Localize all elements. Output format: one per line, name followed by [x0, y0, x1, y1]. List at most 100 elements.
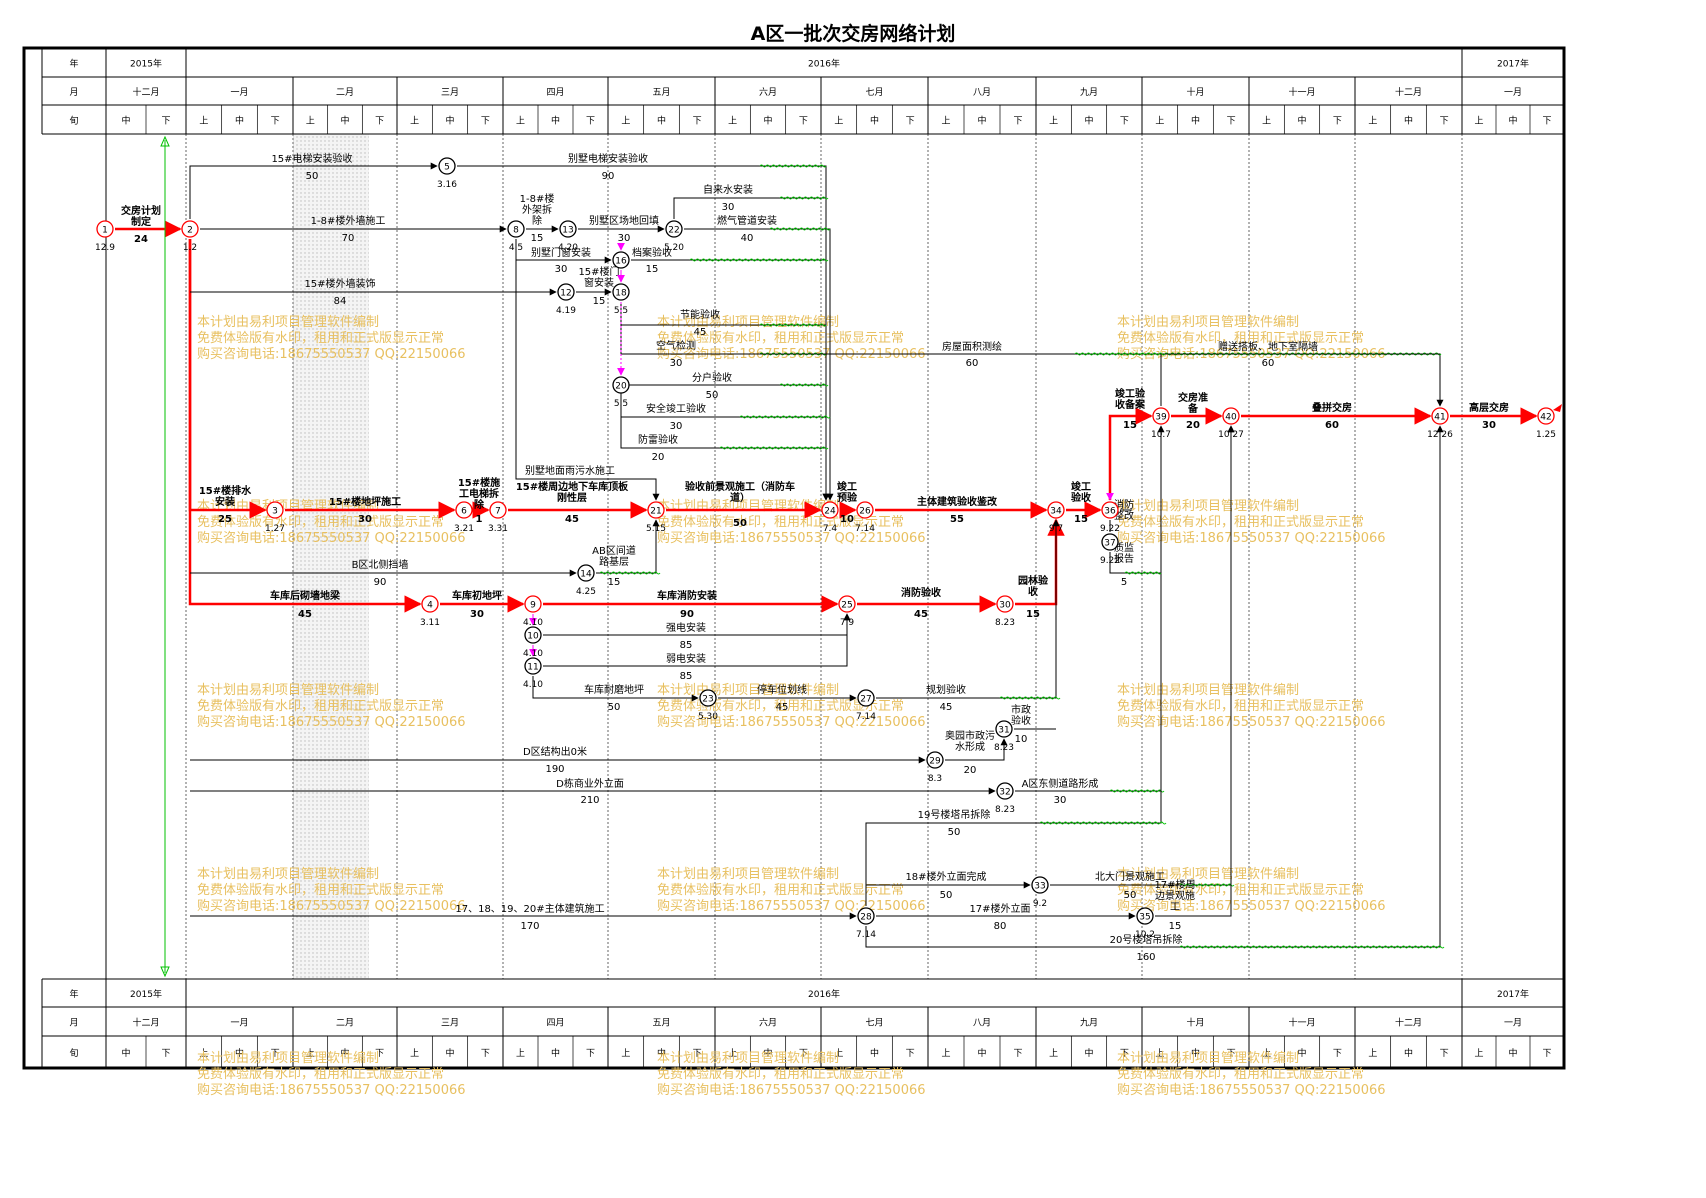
node-30: 308.23 — [995, 595, 1015, 628]
month-label: 一月 — [1504, 1018, 1522, 1029]
activity-name: 边景观施 — [1155, 889, 1195, 902]
watermark-text: 免费体验版有水印，租用和正式版显示正常 — [1117, 514, 1364, 530]
time-marker-arrow — [160, 966, 170, 978]
node-number: 37 — [1104, 539, 1115, 549]
xun-label: 下 — [271, 117, 280, 127]
xun-label: 下 — [1013, 117, 1022, 127]
activity-duration: 15 — [531, 233, 544, 244]
activity-duration: 60 — [1262, 358, 1275, 369]
xun-label: 下 — [1227, 1049, 1236, 1059]
activity-name: 1-8#楼外墙施工 — [311, 214, 386, 227]
activity-name: 备 — [1187, 402, 1199, 415]
month-label: 一月 — [230, 87, 248, 98]
activity-name: 房屋面积测绘 — [942, 340, 1002, 353]
activity-duration: 30 — [1482, 420, 1496, 431]
watermark-text: 购买咨询电话:18675550537 QQ:22150066 — [657, 530, 926, 546]
node-circle — [647, 501, 665, 519]
xun-label: 下 — [271, 1049, 280, 1059]
node-circle — [181, 220, 199, 238]
node-3: 31.27 — [265, 501, 285, 534]
activity-duration: 210 — [580, 795, 599, 806]
node-date: 12.9 — [95, 243, 115, 253]
node-date: 4.5 — [509, 243, 523, 253]
node-circle — [1152, 407, 1170, 425]
node-number: 3 — [272, 507, 278, 517]
node-number: 22 — [668, 226, 679, 236]
xun-label: 上 — [1368, 1048, 1377, 1059]
node-22: 225.20 — [664, 220, 684, 253]
watermark-text: 免费体验版有水印，租用和正式版显示正常 — [1117, 330, 1364, 346]
xun-label: 下 — [481, 117, 490, 127]
activity-duration: 1 — [476, 514, 483, 525]
xun-label: 上 — [306, 1048, 315, 1059]
watermark-text: 本计划由易利项目管理软件编制 — [197, 867, 379, 882]
node-number: 39 — [1155, 413, 1167, 423]
xun-label: 上 — [1368, 116, 1377, 127]
node-number: 18 — [615, 289, 627, 299]
node-circle — [1047, 501, 1065, 519]
node-circle — [612, 376, 630, 394]
xun-label: 上 — [941, 116, 950, 127]
year-label: 2015年 — [130, 988, 162, 1000]
float-wave — [739, 415, 831, 419]
month-label: 九月 — [1080, 1018, 1098, 1029]
activity-name: 别墅电梯安装验收 — [568, 152, 648, 165]
xun-label: 中 — [870, 115, 879, 127]
node-circle — [577, 564, 595, 582]
node-circle — [838, 595, 856, 613]
xun-label: 中 — [445, 1047, 454, 1059]
node-21: 215.15 — [646, 501, 666, 534]
xun-label: 上 — [516, 116, 525, 127]
xun-label: 中 — [763, 115, 772, 127]
activity-name: D栋商业外立面 — [556, 777, 624, 790]
activity-name: 验收 — [1011, 714, 1031, 727]
activity-arrow — [1108, 407, 1153, 500]
xun-label: 上 — [941, 1048, 950, 1059]
node-10: 104.10 — [523, 626, 543, 659]
month-label: 八月 — [973, 87, 991, 98]
activity-name: 停车位划线 — [757, 683, 807, 696]
activity-name: 车库耐磨地坪 — [584, 683, 644, 696]
xun-label: 上 — [1155, 1048, 1164, 1059]
activity-name: 刚性层 — [557, 491, 587, 504]
activity-name: 竣工 — [837, 480, 857, 493]
activity-name: 叠拼交房 — [1312, 401, 1352, 414]
xun-label: 上 — [621, 1048, 630, 1059]
watermark-text: 购买咨询电话:18675550537 QQ:22150066 — [1117, 898, 1386, 914]
node-date: 3.16 — [437, 180, 457, 190]
node-circle — [524, 657, 542, 675]
activity-arrow — [945, 738, 1008, 761]
watermark-text: 本计划由易利项目管理软件编制 — [657, 867, 839, 882]
activity-duration: 85 — [680, 671, 693, 682]
month-label: 十二月 — [132, 86, 159, 98]
activity-duration: 90 — [680, 609, 694, 620]
node-date: 10.7 — [1151, 430, 1171, 440]
activity-name: 竣工 — [1071, 480, 1091, 493]
node-circle — [1101, 533, 1119, 551]
node-circle — [612, 283, 630, 301]
month-label: 十二月 — [1395, 86, 1422, 98]
xun-label: 上 — [199, 116, 208, 127]
node-number: 36 — [1104, 507, 1116, 517]
node-date: 1.25 — [1536, 430, 1556, 440]
watermark-text: 购买咨询电话:18675550537 QQ:22150066 — [197, 714, 466, 730]
node-number: 31 — [998, 726, 1009, 736]
activity-arrow — [188, 239, 422, 613]
watermark-text: 免费体验版有水印，租用和正式版显示正常 — [1117, 1066, 1364, 1082]
float-wave — [599, 571, 661, 575]
node-29: 298.3 — [926, 751, 944, 784]
node-date: 4.19 — [556, 306, 576, 316]
activity-name: 路基层 — [599, 555, 629, 568]
activity-name: 报告 — [1114, 552, 1134, 565]
xun-label: 上 — [516, 1048, 525, 1059]
xun-label: 下 — [693, 1049, 702, 1059]
xun-label: 上 — [834, 1048, 843, 1059]
xun-label: 下 — [161, 117, 170, 127]
xun-label: 下 — [586, 1049, 595, 1059]
activity-name: 17#楼周 — [1154, 878, 1195, 891]
node-circle — [507, 220, 525, 238]
watermark-text: 免费体验版有水印，租用和正式版显示正常 — [197, 882, 444, 898]
xun-label: 中 — [551, 1047, 560, 1059]
node-number: 2 — [187, 226, 193, 236]
